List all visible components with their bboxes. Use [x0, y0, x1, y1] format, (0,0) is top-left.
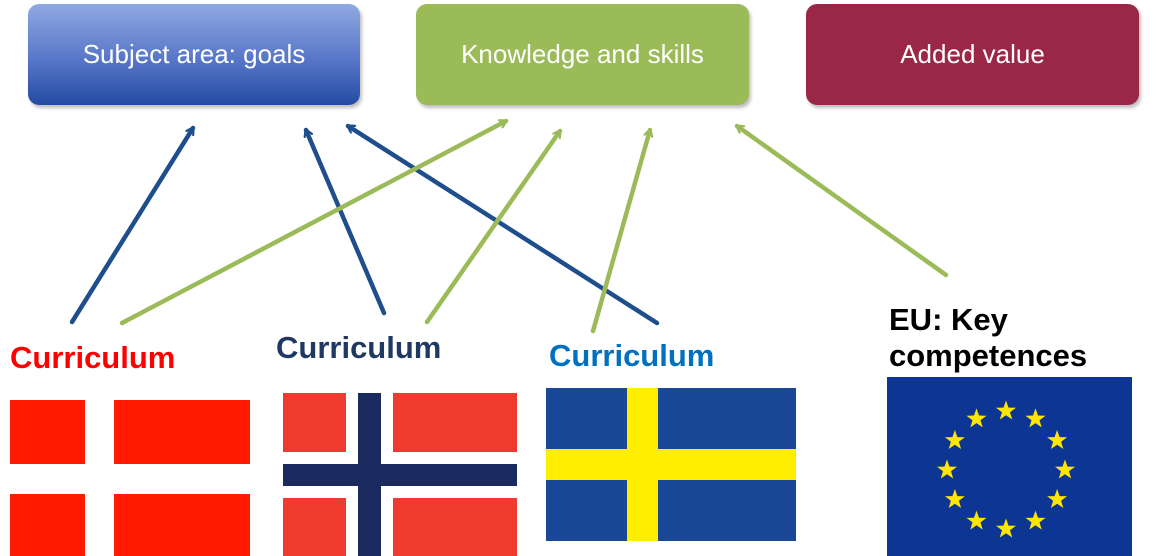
arrow-no-to-goals — [306, 127, 387, 316]
eu-key-competences-label: EU: Key competences — [889, 302, 1087, 374]
arrow-eu-to-knowledge — [734, 123, 949, 278]
added-value-box: Added value — [806, 4, 1139, 105]
added-value-box-label: Added value — [900, 39, 1045, 69]
eu-star — [937, 459, 957, 479]
eu-star — [996, 400, 1016, 420]
curriculum-label-norway: Curriculum — [276, 330, 442, 365]
eu-star — [996, 518, 1016, 538]
arrow-dk-to-goals — [69, 125, 196, 325]
denmark-flag — [10, 400, 250, 556]
eu-star — [1025, 510, 1046, 530]
arrow-no-to-knowledge — [424, 128, 563, 325]
eu-label-line2: competences — [889, 338, 1088, 373]
eu-star — [1047, 489, 1068, 508]
arrow-se-to-knowledge — [590, 127, 650, 334]
knowledge-box-label: Knowledge and skills — [461, 39, 704, 69]
sweden-flag — [546, 388, 796, 541]
eu-flag — [887, 377, 1132, 556]
goals-box: Subject area: goals — [28, 4, 360, 105]
goals-box-label: Subject area: goals — [82, 39, 306, 69]
curriculum-label-denmark: Curriculum — [10, 340, 176, 375]
eu-star — [944, 430, 965, 449]
knowledge-box: Knowledge and skills — [416, 4, 749, 105]
eu-star — [944, 489, 965, 508]
norway-flag — [283, 393, 517, 556]
eu-label-line1: EU: Key — [889, 302, 1008, 337]
eu-star — [1025, 408, 1046, 428]
eu-stars — [937, 400, 1075, 538]
eu-star — [966, 408, 987, 428]
eu-star — [1047, 430, 1068, 449]
arrow-se-to-goals — [345, 123, 660, 326]
arrow-dk-to-knowledge — [119, 118, 509, 326]
curriculum-label-sweden: Curriculum — [549, 338, 715, 373]
eu-star — [1055, 459, 1075, 479]
eu-star — [966, 510, 987, 530]
